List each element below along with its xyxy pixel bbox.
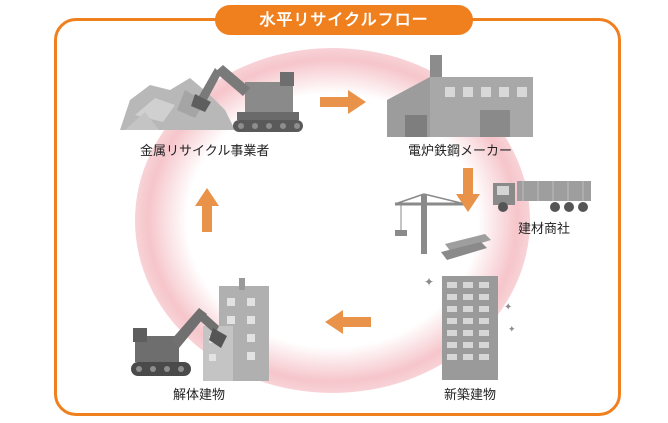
metal-recycler-label: 金属リサイクル事業者 <box>140 144 270 159</box>
svg-text:✦: ✦ <box>508 325 516 335</box>
svg-text:✦: ✦ <box>504 302 512 313</box>
steel-maker-label: 電炉鉄鋼メーカー <box>408 144 513 159</box>
diagram-title: 水平リサイクルフロー <box>215 5 473 35</box>
factory-icon <box>387 55 533 137</box>
arrow-right <box>320 90 366 114</box>
crane-icon <box>394 193 491 260</box>
truck-icon <box>493 181 591 212</box>
materials-trader-label: 建材商社 <box>518 222 571 237</box>
arrow-down <box>456 168 480 212</box>
arrow-left <box>325 310 371 334</box>
demolition-icon <box>131 278 269 381</box>
demolition-label: 解体建物 <box>173 388 226 403</box>
scrap-excavator-icon <box>120 65 303 132</box>
building-icon: ✦ ✦ ✦ <box>424 275 516 380</box>
arrow-up <box>195 188 219 232</box>
new-building-label: 新築建物 <box>444 388 497 403</box>
svg-text:✦: ✦ <box>424 275 434 289</box>
